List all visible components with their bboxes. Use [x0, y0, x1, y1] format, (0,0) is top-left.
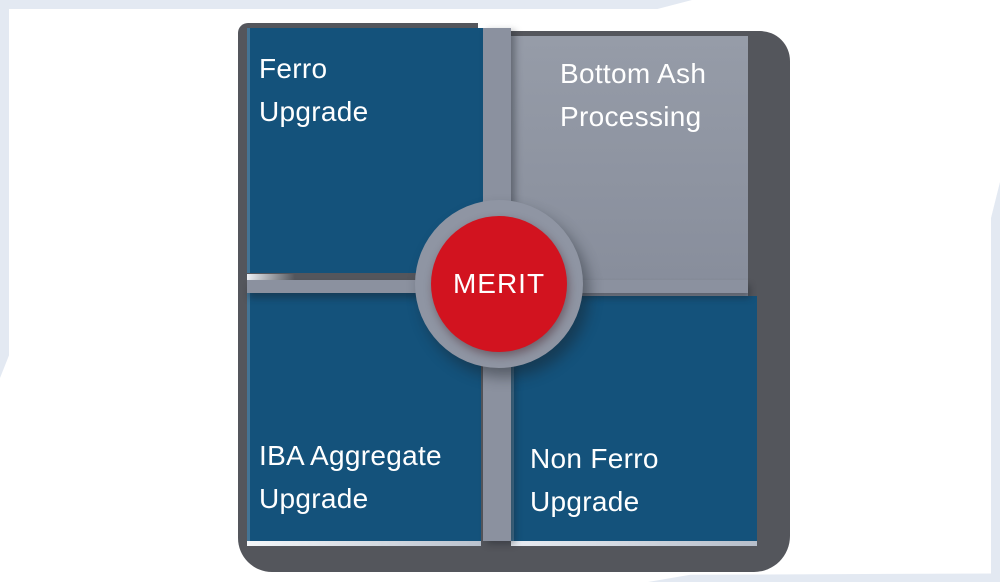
page-edge-bottom — [648, 573, 1000, 582]
merit-label: MERIT — [452, 268, 546, 299]
page-edge-top — [0, 0, 692, 9]
page-edge-left — [0, 0, 9, 378]
merit-circle: MERIT — [431, 216, 567, 352]
page-edge-right — [991, 182, 1000, 582]
bevel-strip-bottom-left — [247, 541, 481, 546]
quadrant-label: IBA Aggregate Upgrade — [259, 440, 442, 514]
quadrant-label: Ferro Upgrade — [259, 53, 369, 127]
quadrant-label: Bottom Ash Processing — [560, 58, 707, 132]
quadrant-label: Non Ferro Upgrade — [530, 443, 659, 517]
bevel-strip-bottom-right — [511, 541, 757, 546]
bevel-strip-top-left — [247, 274, 299, 280]
